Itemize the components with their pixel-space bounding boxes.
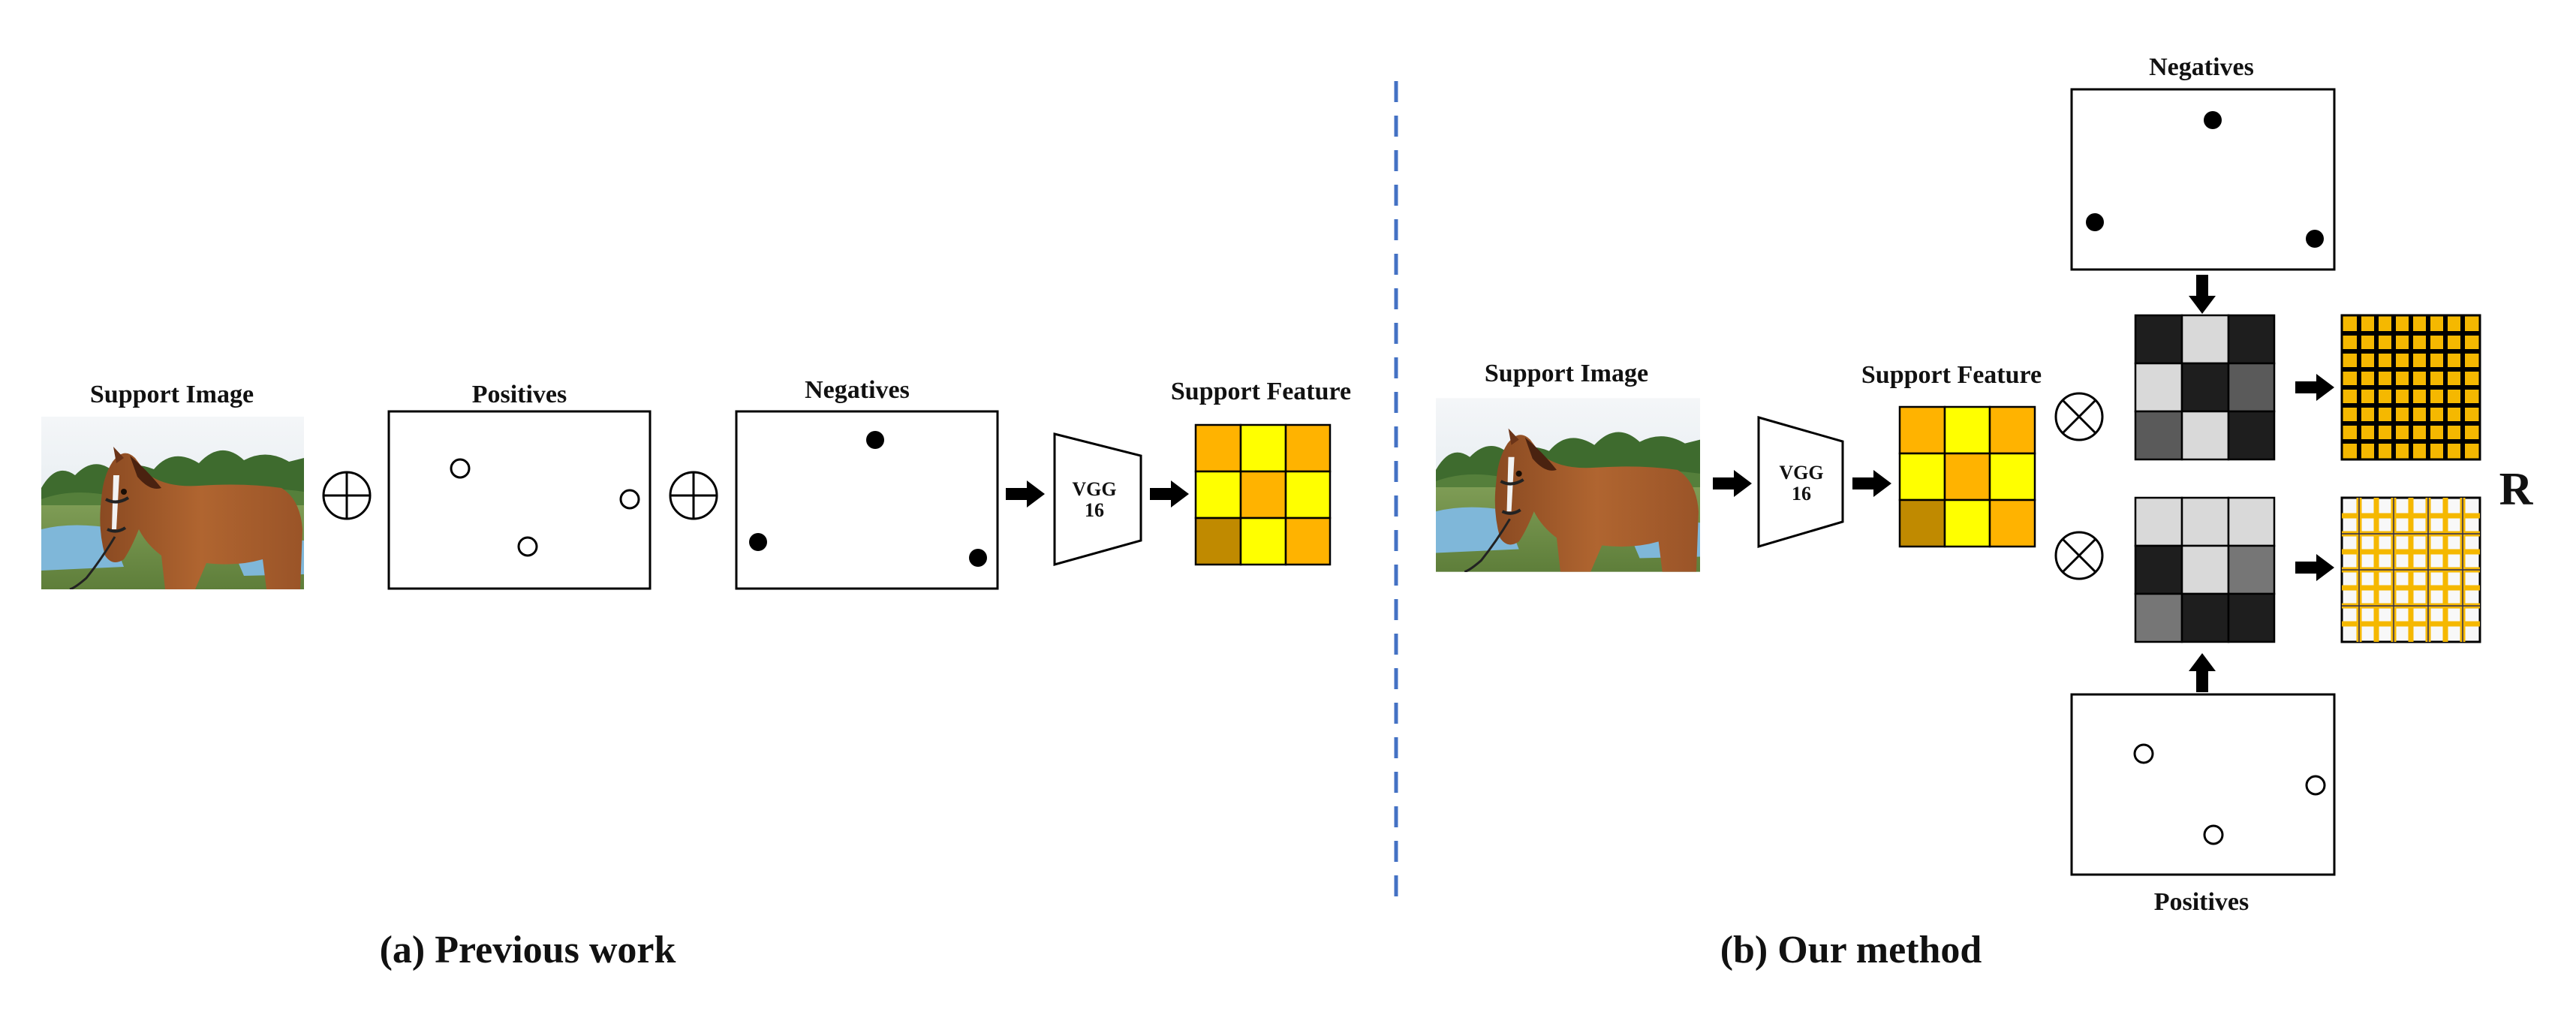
- similarity-cell: [2180, 592, 2230, 643]
- support-image-label: Support Image: [1485, 360, 1648, 387]
- similarity-cell: [2180, 496, 2230, 547]
- negative-point: [2204, 111, 2222, 129]
- similarity-cell: [2227, 544, 2276, 595]
- similarity-cell: [2227, 496, 2276, 547]
- negative-point: [749, 533, 767, 551]
- feature-cell: [1239, 517, 1287, 566]
- arrow-right-icon: [1150, 480, 1189, 508]
- arrow-right-icon: [1713, 470, 1752, 497]
- positives-label: Positives: [2154, 888, 2249, 916]
- caption-previous-work: (a) Previous work: [380, 929, 676, 971]
- similarity-cell: [2134, 496, 2183, 547]
- support-image-label: Support Image: [90, 381, 254, 408]
- similarity-cell: [2134, 362, 2183, 413]
- feature-cell: [1988, 452, 2036, 501]
- vgg-label: 16: [1792, 483, 1811, 504]
- negatives-box: [735, 410, 999, 590]
- feature-cell: [1943, 498, 1991, 548]
- negatives-box: [2070, 88, 2336, 271]
- negatives-label: Negatives: [805, 376, 910, 404]
- negative-point: [2086, 213, 2104, 231]
- feature-cell: [1898, 452, 1946, 501]
- arrow-right-icon: [1852, 470, 1891, 497]
- feature-cell: [1284, 470, 1332, 520]
- dense-positive-map: [2340, 496, 2481, 643]
- support-feature-label: Support Feature: [1861, 361, 2042, 389]
- similarity-cell: [2180, 544, 2230, 595]
- feature-cell: [1988, 498, 2036, 548]
- feature-cell: [1194, 470, 1242, 520]
- horse-image: [41, 417, 304, 589]
- negative-point: [866, 431, 884, 449]
- feature-cell: [1239, 423, 1287, 473]
- similarity-cell: [2227, 314, 2276, 365]
- arrow-up-icon: [2189, 653, 2216, 692]
- panel-our-method: Support Image VGG 16 Support Feature: [1436, 53, 2534, 971]
- oplus-icon: [322, 471, 372, 520]
- vgg16-encoder: VGG 16: [1053, 432, 1142, 566]
- similarity-cell: [2134, 314, 2183, 365]
- positive-point: [2133, 743, 2154, 764]
- similarity-cell: [2180, 410, 2230, 461]
- feature-cell: [1898, 405, 1946, 455]
- feature-cell: [1239, 470, 1287, 520]
- feature-cell: [1943, 452, 1991, 501]
- vgg-label: 16: [1085, 499, 1104, 521]
- caption-our-method: (b) Our method: [1720, 929, 1982, 971]
- positives-box: [387, 410, 652, 590]
- similarity-cell: [2134, 544, 2183, 595]
- feature-cell: [1284, 517, 1332, 566]
- dense-negative-map: [2340, 314, 2481, 461]
- positive-point: [619, 489, 640, 510]
- feature-cell: [1988, 405, 2036, 455]
- feature-cell: [1898, 498, 1946, 548]
- feature-cell: [1284, 423, 1332, 473]
- feature-cell: [1943, 405, 1991, 455]
- positives-label: Positives: [472, 381, 567, 408]
- negative-point: [969, 549, 987, 567]
- otimes-icon: [2054, 392, 2104, 441]
- similarity-cell: [2227, 592, 2276, 643]
- similarity-cell: [2180, 362, 2230, 413]
- support-feature-grid: [1898, 405, 2036, 548]
- arrow-down-icon: [2189, 275, 2216, 314]
- vgg16-encoder: VGG 16: [1757, 416, 1844, 549]
- arrow-right-icon: [2295, 374, 2334, 401]
- similarity-cell: [2134, 592, 2183, 643]
- positive-similarity-map: [2134, 496, 2276, 643]
- feature-cell: [1194, 423, 1242, 473]
- similarity-cell: [2134, 410, 2183, 461]
- positives-box: [2070, 693, 2336, 876]
- negatives-label: Negatives: [2149, 53, 2254, 81]
- similarity-cell: [2180, 314, 2230, 365]
- arrow-right-icon: [1006, 480, 1045, 508]
- similarity-cell: [2227, 410, 2276, 461]
- support-feature-label: Support Feature: [1171, 378, 1351, 405]
- negative-point: [2306, 230, 2324, 248]
- support-feature-grid: [1194, 423, 1332, 566]
- feature-cell: [1194, 517, 1242, 566]
- otimes-icon: [2054, 531, 2104, 580]
- arrow-right-icon: [2295, 554, 2334, 581]
- positive-point: [2305, 775, 2326, 796]
- result-label: R: [2499, 464, 2534, 515]
- oplus-icon: [669, 471, 718, 520]
- positive-point: [517, 536, 538, 557]
- similarity-cell: [2227, 362, 2276, 413]
- horse-image: [1436, 398, 1700, 571]
- negative-similarity-map: [2134, 314, 2276, 461]
- panel-previous-work: Support Image Positives Negatives: [41, 376, 1351, 971]
- vgg-label: VGG: [1779, 462, 1823, 483]
- positive-point: [450, 458, 471, 479]
- positive-point: [2203, 824, 2224, 845]
- vgg-label: VGG: [1072, 478, 1116, 500]
